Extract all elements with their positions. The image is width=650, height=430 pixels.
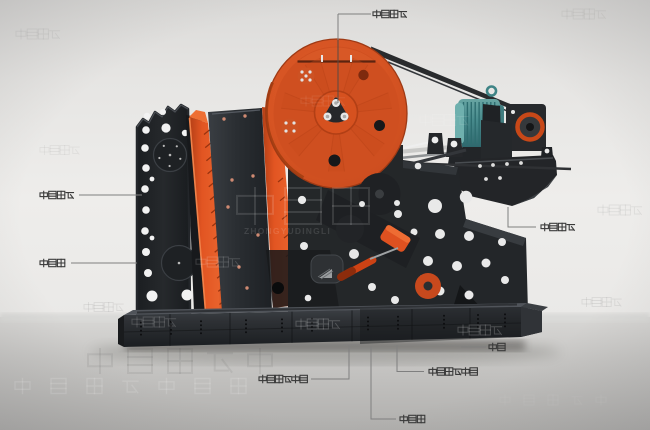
svg-text:ZHONGYUDINGLI: ZHONGYUDINGLI xyxy=(244,226,331,236)
